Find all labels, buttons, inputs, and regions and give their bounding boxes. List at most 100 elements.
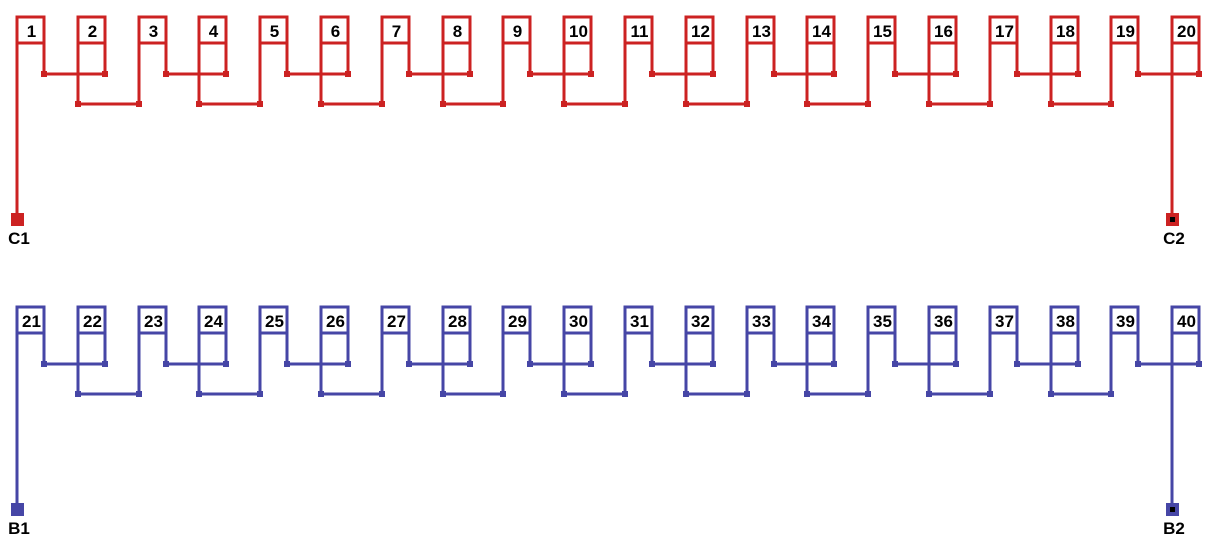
coil-10: 10 [562, 15, 593, 45]
coil-number: 40 [1177, 312, 1196, 331]
coil-number: 16 [934, 22, 953, 41]
terminal-b1 [11, 503, 24, 516]
coil-label-box [562, 305, 593, 335]
coil-number: 9 [513, 22, 522, 41]
coil-number: 32 [691, 312, 710, 331]
coil-label-box [137, 305, 168, 335]
coil-label-box [988, 15, 1019, 45]
coil-18: 18 [1049, 15, 1080, 45]
coil-26: 26 [319, 305, 350, 335]
coil-2: 2 [76, 15, 107, 45]
coil-number: 14 [812, 22, 831, 41]
coil-label-box [745, 15, 776, 45]
coil-number: 4 [209, 22, 219, 41]
coil-number: 39 [1116, 312, 1135, 331]
coil-label-box [623, 15, 654, 45]
coil-34: 34 [805, 305, 836, 335]
coil-31: 31 [623, 305, 654, 335]
coil-8: 8 [441, 15, 472, 45]
coil-37: 37 [988, 305, 1019, 335]
coil-label-box [866, 305, 897, 335]
coil-label-box [623, 305, 654, 335]
coil-label-box [1049, 305, 1080, 335]
coil-number: 8 [453, 22, 462, 41]
terminal-c1 [11, 213, 24, 226]
coil-number: 24 [204, 312, 223, 331]
coil-3: 3 [137, 15, 168, 45]
coil-number: 2 [88, 22, 97, 41]
coil-28: 28 [441, 305, 472, 335]
coil-number: 21 [22, 312, 41, 331]
coil-label-box [562, 15, 593, 45]
coil-35: 35 [866, 305, 897, 335]
terminal-label: C1 [8, 229, 30, 248]
coil-38: 38 [1049, 305, 1080, 335]
coil-label-box [258, 15, 289, 45]
coil-label-box [197, 305, 228, 335]
coil-number: 3 [149, 22, 158, 41]
coil-label-box [684, 15, 715, 45]
coil-label-box [441, 15, 472, 45]
terminal-label: C2 [1163, 229, 1185, 248]
coil-number: 31 [630, 312, 649, 331]
winding-b: 21 22 23 24 25 26 27 28 29 30 31 32 33 34 35 36 37 38 39 40… [8, 305, 1202, 538]
coil-label-box [197, 15, 228, 45]
coil-20: 20 [1170, 15, 1201, 45]
coil-number: 37 [995, 312, 1014, 331]
coil-number: 33 [752, 312, 771, 331]
coil-17: 17 [988, 15, 1019, 45]
coil-number: 22 [83, 312, 102, 331]
coil-label-box [258, 305, 289, 335]
coil-label-box [501, 15, 532, 45]
coil-number: 29 [508, 312, 527, 331]
coil-number: 36 [934, 312, 953, 331]
coil-label-box [1049, 15, 1080, 45]
coil-1: 1 [15, 15, 46, 45]
coil-number: 11 [631, 22, 649, 41]
coil-14: 14 [805, 15, 836, 45]
coil-5: 5 [258, 15, 289, 45]
coil-30: 30 [562, 305, 593, 335]
coil-33: 33 [745, 305, 776, 335]
coil-number: 10 [569, 22, 588, 41]
coil-number: 25 [265, 312, 284, 331]
coil-19: 19 [1109, 15, 1140, 45]
terminal-marker [1170, 507, 1175, 512]
coil-number: 19 [1116, 22, 1135, 41]
coil-label-box [805, 15, 836, 45]
terminal-label: B2 [1163, 519, 1185, 538]
coil-number: 27 [387, 312, 406, 331]
coil-11: 11 [623, 15, 654, 45]
coil-number: 18 [1056, 22, 1075, 41]
terminal-label: B1 [8, 519, 30, 538]
coil-label-box [684, 305, 715, 335]
coil-22: 22 [76, 305, 107, 335]
coil-number: 15 [873, 22, 892, 41]
coil-number: 1 [27, 22, 36, 41]
coil-label-box [1109, 15, 1140, 45]
coil-number: 7 [392, 22, 401, 41]
coil-label-box [1170, 305, 1201, 335]
coil-number: 13 [752, 22, 771, 41]
coil-29: 29 [501, 305, 532, 335]
coil-13: 13 [745, 15, 776, 45]
coil-label-box [319, 305, 350, 335]
coil-number: 5 [270, 22, 279, 41]
coil-label-box [866, 15, 897, 45]
coil-12: 12 [684, 15, 715, 45]
coil-label-box [745, 305, 776, 335]
coil-number: 20 [1177, 22, 1196, 41]
coil-number: 30 [569, 312, 588, 331]
coil-40: 40 [1170, 305, 1201, 335]
coil-number: 17 [995, 22, 1014, 41]
coil-label-box [501, 305, 532, 335]
coil-label-box [988, 305, 1019, 335]
coil-24: 24 [197, 305, 228, 335]
coil-label-box [76, 305, 107, 335]
coil-label-box [380, 305, 411, 335]
coil-label-box [805, 305, 836, 335]
coil-number: 26 [326, 312, 345, 331]
coil-number: 23 [144, 312, 163, 331]
